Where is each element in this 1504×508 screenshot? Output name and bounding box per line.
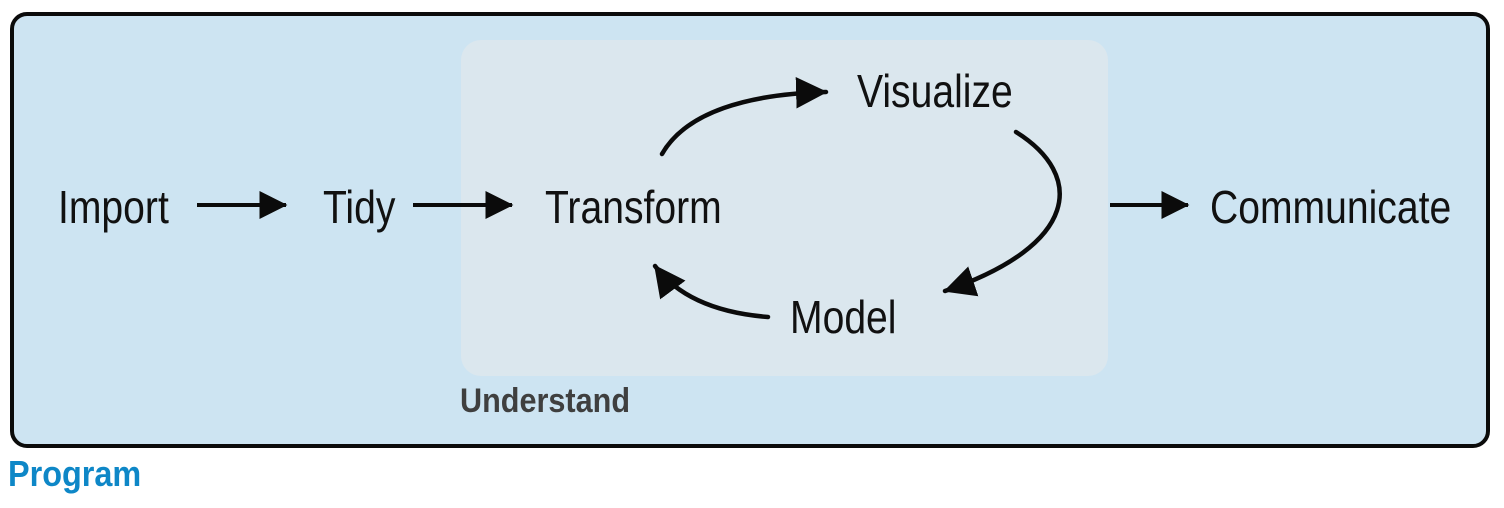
arrow-transform-to-visualize [659,77,829,157]
node-communicate: Communicate [1210,181,1452,233]
node-transform: Transform [545,181,722,233]
arrow-model-to-transform [652,263,771,320]
understand-group-label: Understand [460,382,631,420]
node-model: Model [790,291,897,343]
node-visualize: Visualize [857,65,1013,117]
node-tidy: Tidy [323,181,396,233]
node-import: Import [58,181,169,233]
arrow-visualize-to-model [942,129,1062,297]
program-group-label: Program [8,453,142,494]
